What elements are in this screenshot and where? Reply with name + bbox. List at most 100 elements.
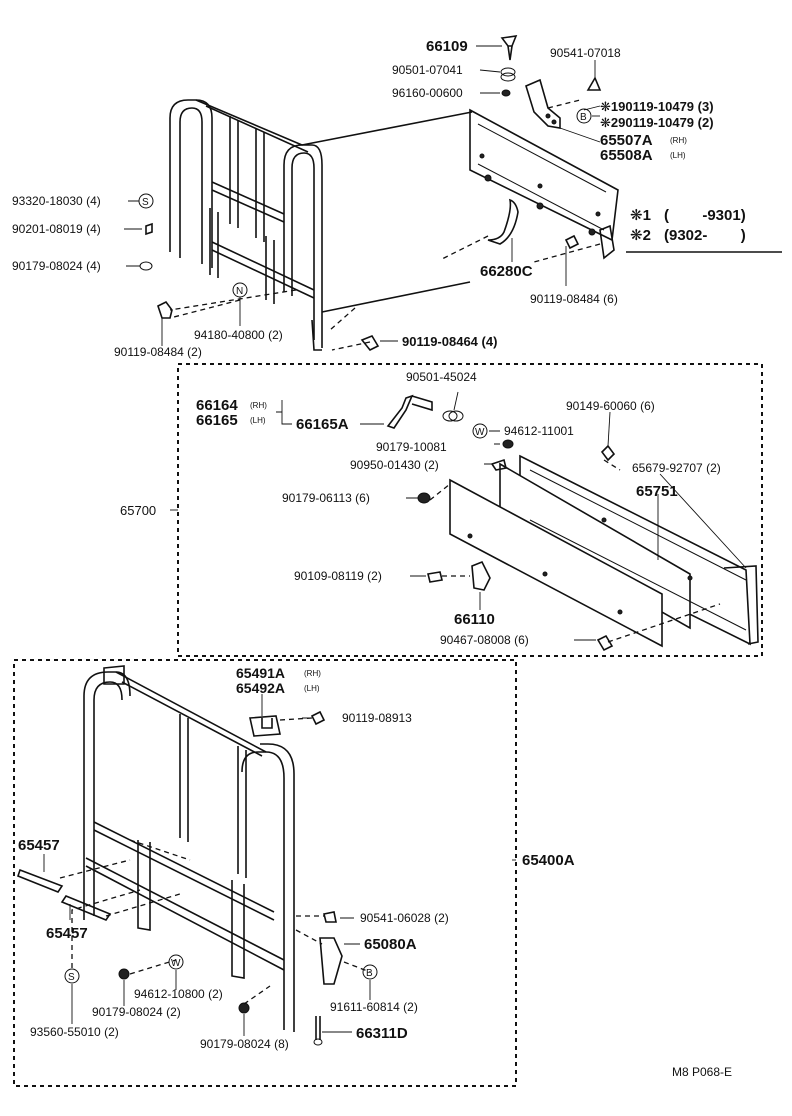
pin-66311D bbox=[315, 1016, 321, 1040]
label-90501-07041: 90501-07041 bbox=[392, 63, 463, 77]
symbol-n-1: N bbox=[236, 286, 243, 297]
label-65457-a: 65457 bbox=[18, 837, 60, 854]
label-65508A: 65508A bbox=[600, 147, 653, 164]
plate-65457-a bbox=[17, 868, 64, 893]
upper-assembly bbox=[139, 35, 619, 352]
header-frame-rear-inner bbox=[179, 107, 203, 264]
label-190119-10479: ❋190119-10479 (3) bbox=[600, 99, 714, 114]
label-90950-01430: 90950-01430 (2) bbox=[350, 458, 439, 472]
symbol-s-1: S bbox=[142, 197, 149, 208]
legend-mark-2: ❋2 bbox=[630, 227, 651, 244]
label-65492A: 65492A bbox=[236, 680, 285, 696]
header-outer-left bbox=[83, 671, 131, 920]
header-leg-1 bbox=[137, 840, 151, 931]
washer-90179-08024-8 bbox=[238, 1002, 250, 1014]
nut-90501 bbox=[442, 410, 458, 422]
label-90467-08008: 90467-08008 (6) bbox=[440, 633, 529, 647]
label-90179-08024-8: 90179-08024 (8) bbox=[200, 1037, 289, 1051]
label-66164: 66164 bbox=[196, 397, 238, 414]
label-66110: 66110 bbox=[454, 611, 495, 628]
legend-range-1: ( -9301) bbox=[664, 207, 746, 224]
handle-66164 bbox=[386, 394, 414, 429]
label-90179-08024-2: 90179-08024 (2) bbox=[92, 1005, 181, 1019]
label-66280C: 66280C bbox=[480, 263, 533, 280]
label-65080A: 65080A bbox=[364, 936, 417, 953]
tailgate-ribs bbox=[477, 123, 607, 231]
leader-lines bbox=[43, 45, 747, 1036]
label-66165-lh: (LH) bbox=[250, 416, 266, 425]
label-90119-08913: 90119-08913 bbox=[342, 711, 412, 725]
bolt-90201 bbox=[145, 222, 153, 236]
header-assembly bbox=[17, 665, 371, 1046]
legend-mark-1: ❋1 bbox=[630, 207, 651, 224]
label-94612-11001: 94612-11001 bbox=[504, 424, 574, 438]
label-91611-60814: 91611-60814 (2) bbox=[330, 1000, 418, 1014]
diagram-code: M8 P068-E bbox=[672, 1065, 732, 1079]
header-frame-rear bbox=[169, 99, 213, 268]
washer-90179-06113 bbox=[417, 492, 431, 504]
side-panel-front bbox=[449, 478, 663, 648]
label-90119-08484-2: 90119-08484 (2) bbox=[114, 345, 202, 359]
hinge-bracket bbox=[525, 78, 561, 129]
bolt-90119-08913 bbox=[310, 710, 326, 726]
label-65507A: 65507A bbox=[600, 132, 653, 149]
label-66165: 66165 bbox=[196, 412, 238, 429]
label-90119-08484-6: 90119-08484 (6) bbox=[530, 292, 618, 306]
pin-shaft bbox=[507, 45, 513, 61]
label-90179-08024-4: 90179-08024 (4) bbox=[12, 259, 101, 273]
legend: ❋1 ( -9301) ❋2 (9302- ) bbox=[626, 207, 782, 253]
label-66165A: 66165A bbox=[296, 416, 349, 433]
nut-90467 bbox=[596, 634, 614, 652]
symbol-w-1: W bbox=[475, 427, 485, 438]
label-90541-06028: 90541-06028 (2) bbox=[360, 911, 449, 925]
label-65507A-rh: (RH) bbox=[670, 136, 687, 145]
bolt-90119-2 bbox=[157, 300, 173, 319]
header-top-bracket bbox=[103, 665, 125, 685]
label-90149-60060: 90149-60060 (6) bbox=[566, 399, 655, 413]
frame-foot bbox=[311, 319, 322, 351]
chain bbox=[487, 198, 519, 245]
label-65491A: 65491A bbox=[236, 665, 285, 681]
side-gate-assembly bbox=[386, 394, 759, 652]
vertical-bar-1 bbox=[229, 116, 239, 228]
washer-90179 bbox=[139, 261, 153, 271]
label-65457-b: 65457 bbox=[46, 925, 88, 942]
label-90179-10081: 90179-10081 bbox=[376, 440, 447, 454]
bolt-90149 bbox=[600, 444, 616, 462]
label-90119-08464: 90119-08464 (4) bbox=[402, 334, 497, 349]
side-rail-top bbox=[301, 111, 473, 146]
washer bbox=[500, 67, 516, 77]
label-96160-00600: 96160-00600 bbox=[392, 86, 463, 100]
label-93560-55010: 93560-55010 (2) bbox=[30, 1025, 119, 1039]
bolt-90109 bbox=[427, 571, 443, 583]
label-90541-07018: 90541-07018 bbox=[550, 46, 621, 60]
label-66109: 66109 bbox=[426, 38, 468, 55]
symbol-s-2: S bbox=[68, 972, 75, 983]
label-65679-92707: 65679-92707 (2) bbox=[632, 461, 721, 475]
header-outer-right bbox=[241, 751, 285, 1030]
label-65492A-lh: (LH) bbox=[304, 684, 320, 693]
top-rail-inner bbox=[205, 105, 309, 153]
box-65700 bbox=[177, 363, 763, 657]
header-frame-front bbox=[283, 144, 323, 348]
header-bar-2 bbox=[237, 746, 247, 878]
label-66311D: 66311D bbox=[356, 1025, 408, 1042]
label-65491A-rh: (RH) bbox=[304, 669, 321, 678]
symbol-w-2: W bbox=[171, 958, 181, 969]
legend-range-2: (9302- ) bbox=[664, 227, 746, 244]
nut-90179 bbox=[502, 439, 514, 449]
label-90201-08019: 90201-08019 (4) bbox=[12, 222, 101, 236]
bottom-rail-lower bbox=[211, 249, 315, 299]
latch-66110 bbox=[471, 560, 491, 591]
label-65751: 65751 bbox=[636, 483, 678, 500]
washer-90179-08024 bbox=[118, 968, 130, 980]
header-top-rail bbox=[115, 671, 267, 757]
bolt-90119 bbox=[564, 234, 580, 250]
label-65700: 65700 bbox=[120, 503, 156, 518]
bottom-rail bbox=[211, 241, 315, 291]
symbol-b-1: B bbox=[580, 112, 587, 123]
label-66164-rh: (RH) bbox=[250, 401, 267, 410]
label-290119-10479: ❋290119-10479 (2) bbox=[600, 115, 714, 130]
side-rail-bottom bbox=[321, 281, 471, 313]
